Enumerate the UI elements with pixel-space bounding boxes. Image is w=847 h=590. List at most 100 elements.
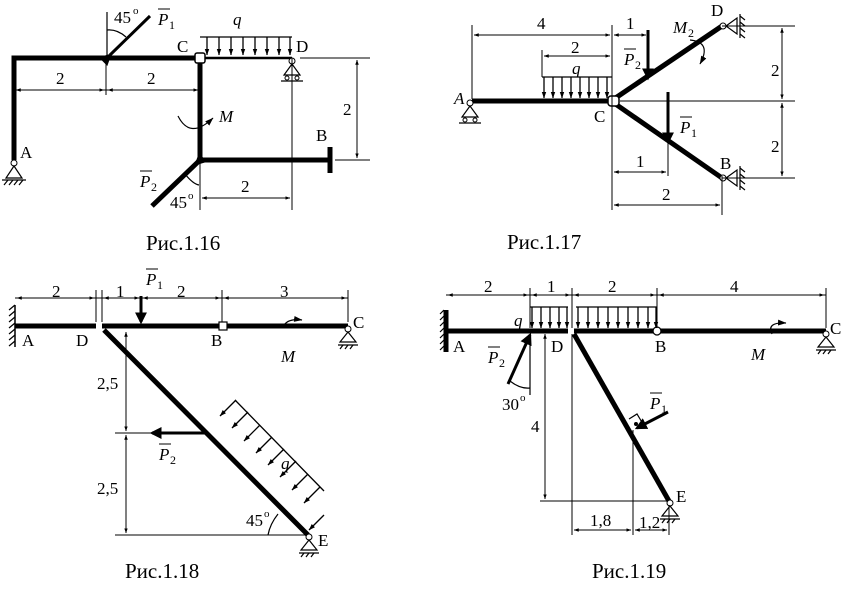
force-p1 (98, 14, 152, 66)
label-q: q (514, 311, 523, 330)
label-e: E (676, 487, 686, 506)
support-e (660, 499, 680, 524)
label-p2: P 2 (623, 48, 641, 72)
label-b: B (316, 126, 327, 145)
moment-m (282, 316, 303, 328)
svg-text:30: 30 (502, 395, 519, 414)
moment-m (177, 115, 214, 130)
label-b: B (720, 154, 731, 173)
angle-arc (267, 513, 279, 536)
svg-text:P: P (157, 10, 168, 29)
label-a: A (453, 337, 466, 356)
svg-text:1: 1 (661, 402, 667, 416)
fixed-wall-a (439, 309, 449, 352)
svg-text:2: 2 (688, 26, 694, 40)
frame-left-column (11, 55, 200, 160)
svg-text:2: 2 (635, 58, 641, 72)
svg-text:M: M (672, 18, 688, 37)
label-e: E (318, 531, 328, 550)
dim-label-2-5-b: 2,5 (97, 479, 118, 498)
svg-text:P: P (487, 348, 498, 367)
svg-text:o: o (133, 5, 139, 17)
angle-arc (509, 380, 531, 389)
label-b: B (211, 331, 222, 350)
label-p2: P 2 (158, 443, 176, 467)
dim-label-2-b: 2 (177, 282, 186, 301)
figure-1-16: A C D B q M P 1 P 2 45 o 45 o 2 2 2 2 Ри… (2, 5, 370, 255)
distributed-load-q-left (529, 306, 570, 329)
label-d: D (551, 337, 563, 356)
distributed-load-q-right (575, 306, 659, 329)
label-a: A (20, 143, 33, 162)
dim-label-4-top: 4 (730, 277, 739, 296)
caption-1-19: Рис.1.19 (592, 559, 666, 583)
label-a: A (453, 89, 465, 108)
support-e (299, 533, 319, 558)
dim-label-2-right-b: 2 (771, 137, 780, 156)
label-a: A (22, 331, 35, 350)
label-p2: P 2 (487, 346, 505, 370)
svg-text:P: P (679, 118, 690, 137)
svg-text:o: o (188, 190, 194, 202)
hinge-c (607, 95, 620, 107)
angle-arc (106, 29, 127, 38)
svg-text:45: 45 (114, 8, 131, 27)
distributed-load-q (200, 36, 293, 56)
dim-label-4: 2 (343, 100, 352, 119)
label-c: C (353, 313, 364, 332)
pin-support-a (459, 99, 481, 124)
hinge-b (218, 321, 228, 331)
label-p1: P 1 (649, 392, 667, 416)
svg-text:o: o (264, 508, 270, 520)
label-q: q (572, 59, 581, 78)
hinge-c (194, 52, 206, 64)
svg-text:P: P (139, 172, 150, 191)
support-c (338, 325, 358, 350)
pin-support-a (2, 159, 26, 186)
svg-text:1: 1 (157, 278, 163, 292)
label-m: M (280, 347, 296, 366)
dim-label-2-right-a: 2 (771, 61, 780, 80)
hinge-b (652, 326, 662, 336)
dim-label-1-bottom: 1 (636, 152, 645, 171)
dim-label-2-b: 2 (608, 277, 617, 296)
force-p1 (634, 410, 669, 430)
svg-text:P: P (158, 445, 169, 464)
svg-text:2: 2 (170, 453, 176, 467)
dim-label-2-top: 2 (571, 38, 580, 57)
dim-label-1-2: 1,2 (639, 513, 660, 532)
dim-label-2-5-a: 2,5 (97, 374, 118, 393)
svg-text:1: 1 (691, 126, 697, 140)
label-angle-45-bottom: 45 o (170, 190, 194, 212)
label-d: D (76, 331, 88, 350)
fixed-wall-a (8, 304, 16, 347)
distributed-load-q (541, 76, 612, 99)
dim-label-3: 3 (280, 282, 289, 301)
label-m2: M 2 (672, 18, 694, 40)
force-p2 (164, 153, 208, 194)
label-d: D (296, 37, 308, 56)
svg-text:P: P (649, 394, 660, 413)
label-c: C (177, 37, 188, 56)
svg-text:45: 45 (170, 193, 187, 212)
label-angle-30: 30 o (502, 392, 526, 414)
right-angle-mark (628, 413, 644, 425)
label-d: D (711, 1, 723, 20)
rod-cd (612, 23, 724, 102)
svg-text:45: 45 (246, 511, 263, 530)
dim-label-2-bottom: 2 (662, 185, 671, 204)
moment-m (770, 319, 787, 335)
moment-m2 (689, 39, 707, 65)
support-c (816, 330, 836, 355)
svg-text:2: 2 (151, 180, 157, 194)
label-c: C (594, 107, 605, 126)
label-m: M (218, 107, 234, 126)
dim-label-4: 4 (537, 14, 546, 33)
dim-label-4-vertical: 4 (531, 417, 540, 436)
dim-label-2-a: 2 (52, 282, 61, 301)
label-p1: P 1 (679, 116, 697, 140)
figure-1-18: A D B C E M q P 1 P 2 45 o 2 1 2 3 2,5 2… (8, 268, 364, 583)
inclined-rod (571, 332, 672, 503)
label-b: B (655, 337, 666, 356)
label-angle-45: 45 o (246, 508, 270, 530)
